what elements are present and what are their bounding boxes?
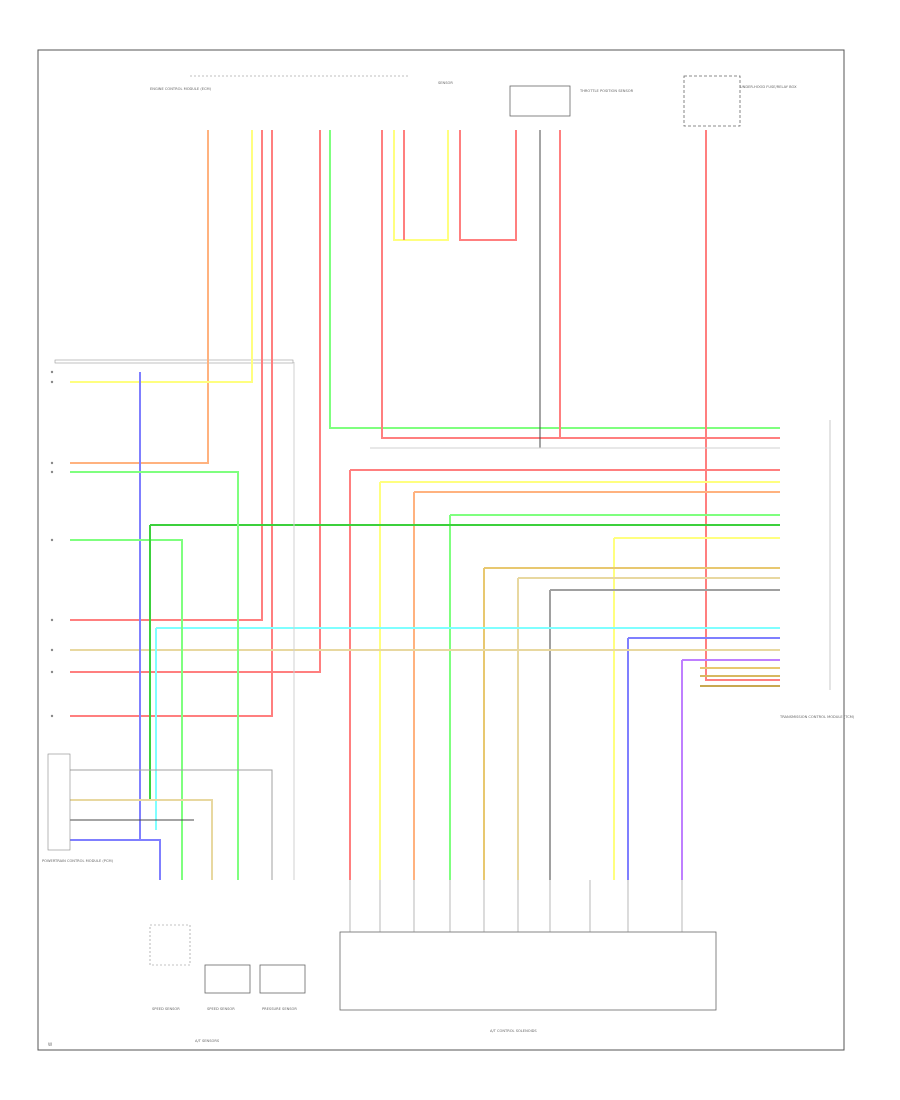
top-components: ENGINE CONTROL MODULE (ECM) SENSOR THROT…	[150, 81, 797, 93]
top-component-label: UNDER-HOOD FUSE/RELAY BOX	[740, 85, 797, 89]
wire-green	[70, 539, 183, 880]
wire-gray	[70, 769, 273, 880]
wire-green	[329, 130, 780, 429]
sensor-label: SPEED SENSOR	[152, 1007, 180, 1011]
wire-green	[70, 471, 239, 880]
wire-red	[70, 130, 273, 717]
module-pin-ticks	[349, 880, 683, 932]
sensor-label: SPEED SENSOR	[207, 1007, 235, 1011]
wire-yellow	[379, 481, 780, 880]
sensor-label: PRESSURE SENSOR	[262, 1007, 297, 1011]
speed-sensor-1	[149, 924, 191, 966]
wire-orange	[70, 130, 209, 464]
speed-sensor-2	[204, 964, 251, 994]
wire-red	[70, 130, 263, 621]
bottom-module-label: A/T CONTROL SOLENOIDS	[490, 1029, 537, 1033]
wire-orange	[413, 491, 780, 880]
wire-red	[70, 130, 321, 673]
wire-gray	[549, 589, 780, 880]
wire-yellow	[393, 130, 449, 241]
right-connector-label: TRANSMISSION CONTROL MODULE (TCM)	[779, 715, 855, 719]
wire-blue	[627, 637, 780, 880]
wire-red	[459, 130, 517, 241]
footer-code: W	[48, 1042, 52, 1047]
wire-red	[705, 130, 780, 681]
top-component-label: ENGINE CONTROL MODULE (ECM)	[150, 87, 212, 91]
wire-yellow	[613, 537, 780, 880]
wires	[70, 130, 780, 880]
bottom-sensors: SPEED SENSOR SPEED SENSOR PRESSURE SENSO…	[149, 924, 306, 1043]
relay-box	[683, 75, 741, 127]
left-pin-markers	[50, 370, 54, 718]
wire-tan	[483, 567, 780, 880]
wire-black	[539, 130, 780, 449]
diagram-frame	[37, 49, 845, 1051]
top-component-label: SENSOR	[438, 81, 453, 85]
wire-blue	[139, 372, 161, 880]
sensor-group-label: A/T SENSORS	[195, 1039, 220, 1043]
wire-green	[449, 514, 780, 880]
wire-tan	[70, 799, 213, 880]
wire-red	[349, 469, 780, 880]
left-module-label: POWERTRAIN CONTROL MODULE (PCM)	[42, 859, 114, 863]
wire-red	[381, 130, 780, 439]
wire-violet	[681, 659, 780, 880]
top-component-label: THROTTLE POSITION SENSOR	[579, 89, 634, 93]
pcm-lower-connector	[47, 753, 71, 851]
solenoid-module	[339, 931, 717, 1011]
pcm-connector-top	[54, 359, 294, 364]
throttle-sensor-box	[509, 85, 571, 117]
wire-tan	[517, 577, 780, 880]
wire-yellow	[70, 130, 253, 383]
pressure-sensor	[259, 964, 306, 994]
